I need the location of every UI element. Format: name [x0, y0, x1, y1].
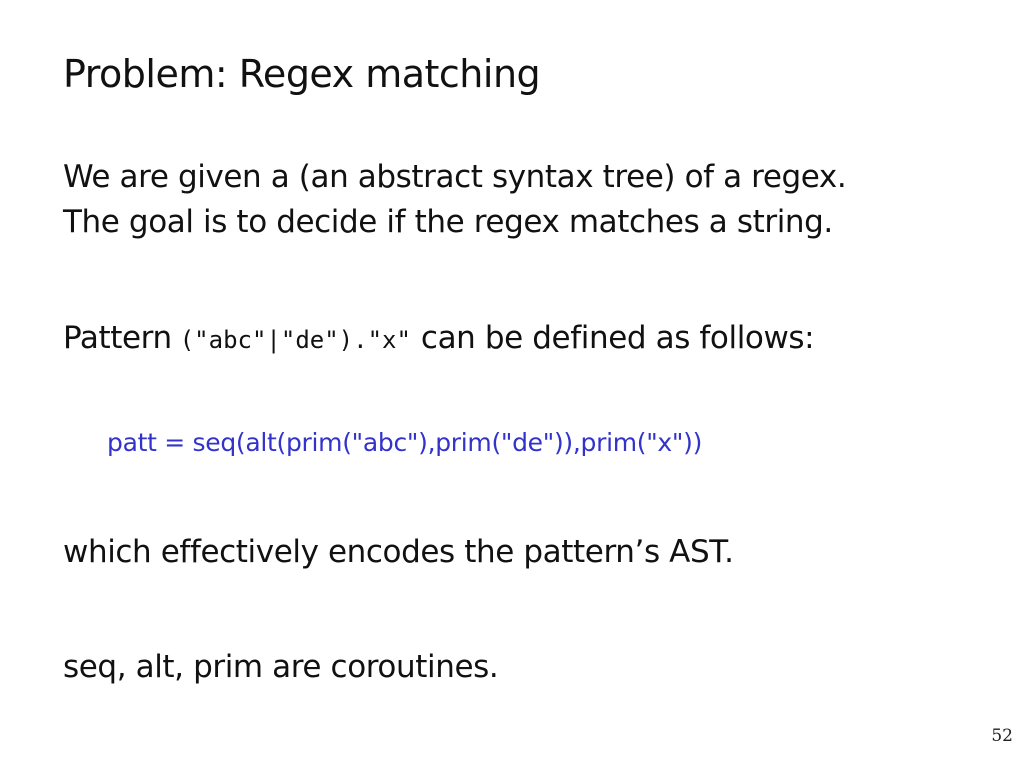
intro-line-2: The goal is to decide if the regex match… — [63, 204, 833, 240]
page-number: 52 — [991, 726, 1013, 746]
coroutines-note: seq, alt, prim are coroutines. — [63, 649, 499, 685]
intro-paragraph: We are given a (an abstract syntax tree)… — [63, 155, 847, 245]
pattern-prefix: Pattern — [63, 320, 172, 356]
pattern-paragraph: Pattern("abc"|"de")."x" can be defined as… — [63, 316, 815, 363]
code-example: patt = seq(alt(prim("abc"),prim("de")),p… — [107, 428, 703, 457]
ast-note: which effectively encodes the pattern’s … — [63, 534, 734, 570]
pattern-suffix: can be defined as follows: — [420, 320, 815, 356]
slide-title: Problem: Regex matching — [63, 52, 541, 96]
pattern-code: ("abc"|"de")."x" — [179, 326, 411, 354]
intro-line-1: We are given a (an abstract syntax tree)… — [63, 159, 847, 195]
